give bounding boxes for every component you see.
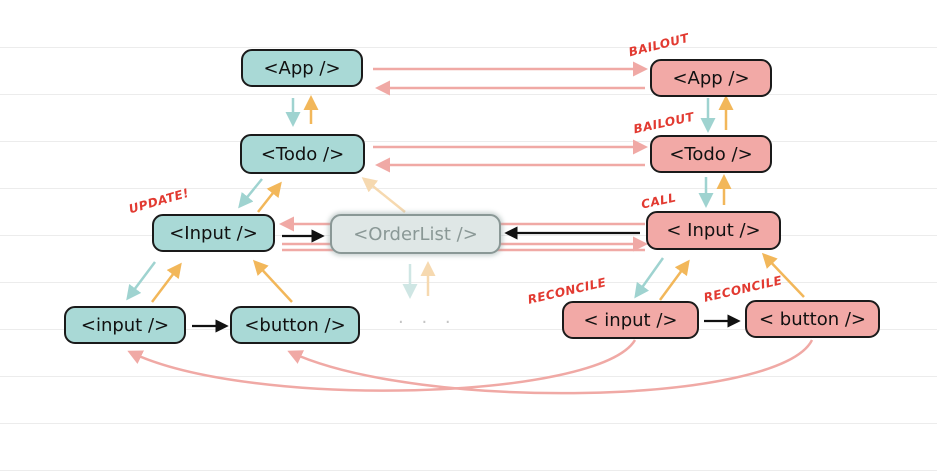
more-children-ellipsis: · · · [398, 312, 457, 333]
left-orderlist-node: <OrderList /> [330, 214, 501, 254]
sibling-arrows [192, 226, 741, 333]
left-todo-node: <Todo /> [240, 134, 365, 174]
left-input-node: <Input /> [152, 214, 275, 252]
faded-arrows [361, 177, 436, 299]
right-input-element-node: < input /> [562, 301, 699, 339]
left-button-element-node: <button /> [230, 306, 360, 344]
right-todo-node: <Todo /> [650, 135, 772, 173]
parent-child-arrows [126, 95, 805, 303]
right-button-element-node: < button /> [745, 300, 880, 338]
right-app-node: <App /> [650, 59, 772, 97]
left-input-element-node: <input /> [64, 306, 186, 344]
right-input-node: < Input /> [646, 211, 781, 250]
left-app-node: <App /> [241, 49, 363, 87]
